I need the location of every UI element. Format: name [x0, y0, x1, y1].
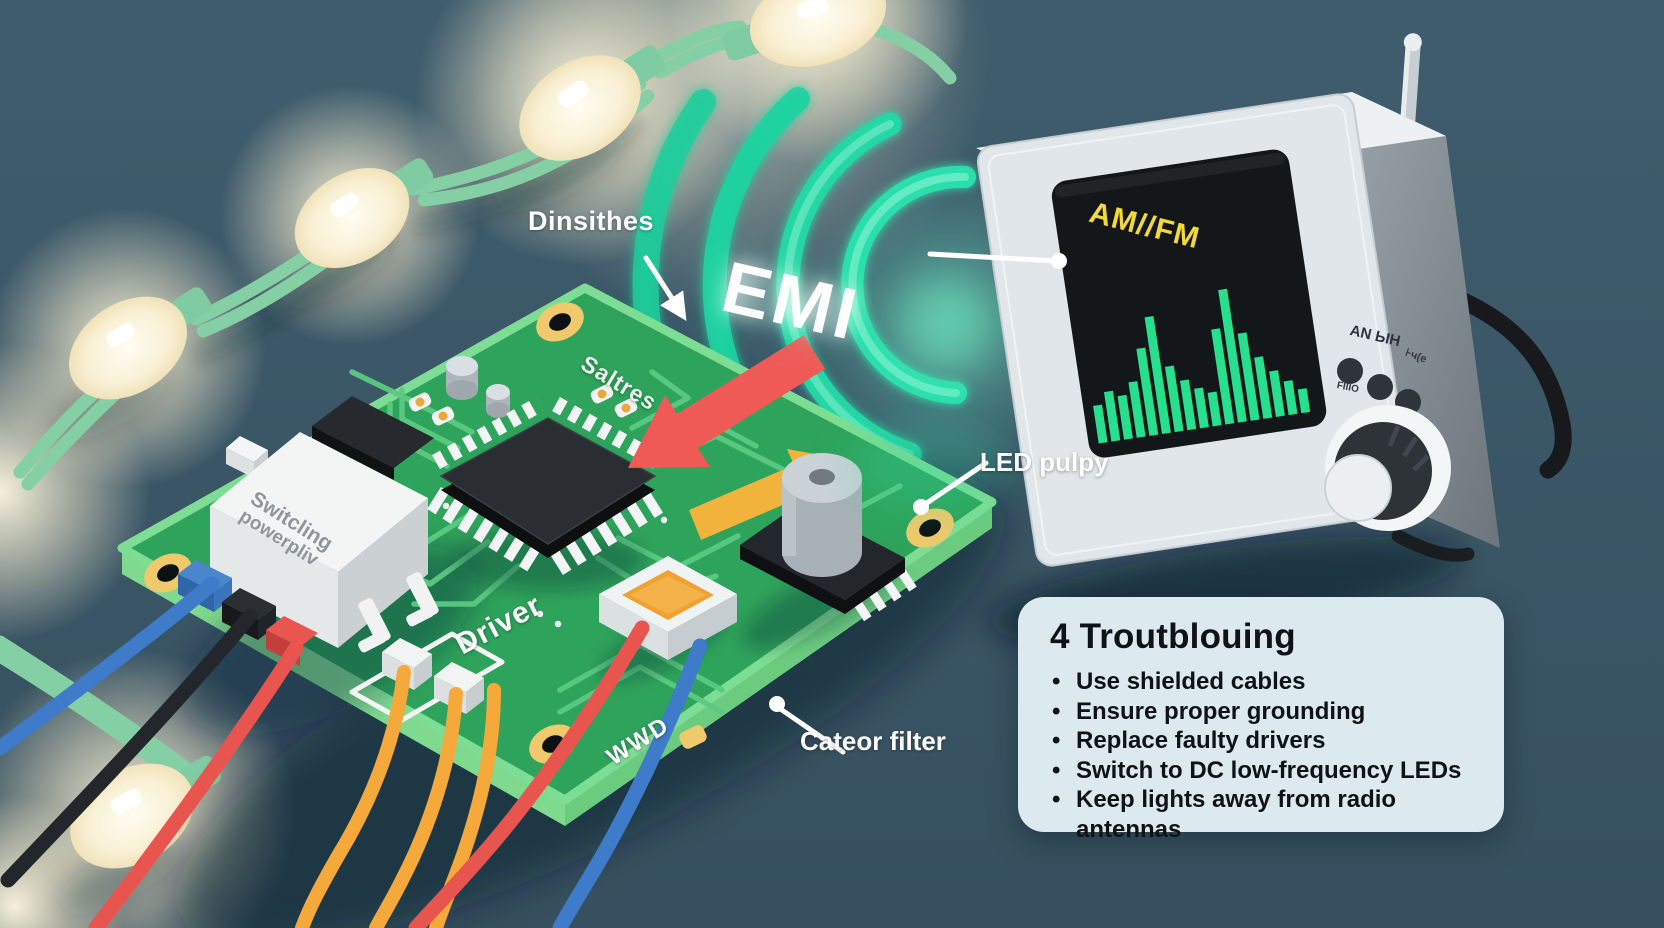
- capacitor-filter-label: Cateor filter: [800, 726, 946, 756]
- power-cable: [1443, 287, 1572, 479]
- radio-front-face: [976, 93, 1414, 567]
- light-bulb: [68, 287, 211, 400]
- callout-cap-line: [776, 705, 846, 755]
- led-module: [599, 556, 737, 681]
- panel-item: Switch to DC low-frequency LEDs: [1052, 756, 1476, 786]
- callout-radio-line: [927, 251, 1059, 264]
- light-bulb: [722, 0, 887, 67]
- light-bulb: [294, 158, 434, 269]
- black-ic: [312, 396, 434, 480]
- troubleshooting-panel: 4 Troutblouing Use shielded cables Ensur…: [1018, 597, 1504, 843]
- callout-dots: [769, 253, 1067, 712]
- orange-wire: [295, 665, 411, 928]
- radio: [976, 33, 1572, 644]
- black-power-wire: [0, 608, 258, 888]
- callout-led-line: [918, 460, 989, 510]
- mcu-chip: [427, 397, 669, 590]
- panel-item: Replace faulty drivers: [1052, 726, 1476, 756]
- electrolytic-cap-small: [446, 356, 478, 400]
- red-led-wire: [408, 620, 650, 928]
- blue-led-wire: [552, 638, 708, 928]
- gold-pad: [679, 725, 707, 749]
- radio-eq-bars: [1093, 288, 1311, 444]
- capacitor-module: [740, 453, 923, 648]
- panel-list: Use shielded cables Ensure proper ground…: [1048, 667, 1476, 844]
- orange-wire: [369, 687, 463, 928]
- radio-button: [1367, 374, 1393, 400]
- panel-item: Ensure proper grounding: [1052, 697, 1476, 727]
- dim-lights-label: Dinsithes: [528, 206, 655, 236]
- radio-side-face: [1352, 92, 1500, 548]
- power-cable: [1391, 529, 1475, 562]
- radio-button: [1337, 358, 1363, 384]
- module-pin: [358, 572, 439, 653]
- electrolytic-cap-small: [486, 384, 510, 418]
- mounting-hole: [536, 302, 584, 342]
- callout-dim-arrow: [643, 255, 687, 321]
- red-power-wire: [88, 640, 304, 928]
- panel-item: Keep lights away from radio antennas: [1052, 785, 1476, 844]
- capacitor-cylinder: [782, 453, 862, 577]
- radio-buttons: [1337, 358, 1421, 415]
- emi-glow-on-board: [850, 423, 1010, 507]
- blue-power-wire: [0, 576, 220, 756]
- led-supply-label: LED pulpy: [980, 447, 1109, 477]
- emi-core-glow: [897, 277, 993, 373]
- wires: [0, 576, 708, 928]
- radio-knob: [1324, 405, 1451, 531]
- antenna-tip: [1403, 33, 1422, 52]
- mounting-hole: [906, 508, 954, 548]
- panel-title: 4 Troutblouing: [1050, 617, 1296, 656]
- panel-item: Use shielded cables: [1052, 667, 1476, 697]
- light-bulb: [519, 45, 666, 161]
- emi-arrow-red: [628, 335, 825, 468]
- callouts: [643, 251, 1059, 755]
